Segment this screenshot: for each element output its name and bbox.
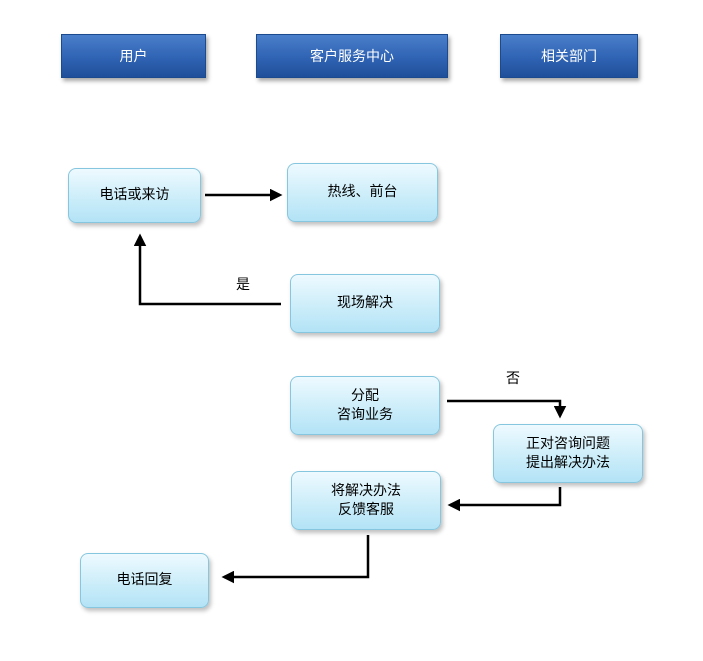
node-feedback-to-service-line2: 反馈客服 — [338, 501, 394, 518]
node-phone-or-visit: 电话或来访 — [68, 168, 201, 223]
lane-header-service-center: 客户服务中心 — [256, 34, 448, 78]
node-assign-inquiry-line1: 分配 — [351, 387, 379, 404]
arrow-assign-to-solve — [447, 399, 567, 419]
node-phone-reply-text: 电话回复 — [116, 572, 173, 588]
node-feedback-to-service-line1: 将解决办法 — [331, 482, 401, 499]
label-yes: 是 — [236, 277, 250, 293]
node-phone-or-visit-text: 电话或来访 — [99, 187, 170, 203]
lane-header-user: 用户 — [61, 34, 206, 78]
lane-header-department-label: 相关部门 — [541, 49, 597, 65]
lane-header-department: 相关部门 — [500, 34, 638, 78]
lane-header-service-center-label: 客户服务中心 — [310, 49, 394, 65]
lane-header-user-label: 用户 — [119, 49, 148, 65]
node-onsite-resolve-text: 现场解决 — [337, 295, 393, 311]
node-phone-reply: 电话回复 — [80, 553, 209, 608]
label-no: 否 — [506, 371, 520, 387]
arrow-feedback-to-reply — [221, 535, 370, 584]
node-hotline-front-desk: 热线、前台 — [287, 163, 438, 222]
node-propose-solution-line2: 提出解决办法 — [526, 454, 610, 471]
node-feedback-to-service: 将解决办法 反馈客服 — [291, 471, 441, 530]
arrow-solve-to-feedback — [447, 487, 562, 512]
node-propose-solution-line1: 正对咨询问题 — [526, 435, 610, 452]
arrow-onsite-to-visit — [133, 233, 281, 306]
node-assign-inquiry: 分配 咨询业务 — [290, 376, 440, 435]
node-onsite-resolve: 现场解决 — [290, 274, 440, 333]
node-propose-solution: 正对咨询问题 提出解决办法 — [493, 424, 643, 483]
node-hotline-front-desk-text: 热线、前台 — [327, 184, 398, 200]
node-assign-inquiry-line2: 咨询业务 — [337, 406, 393, 423]
